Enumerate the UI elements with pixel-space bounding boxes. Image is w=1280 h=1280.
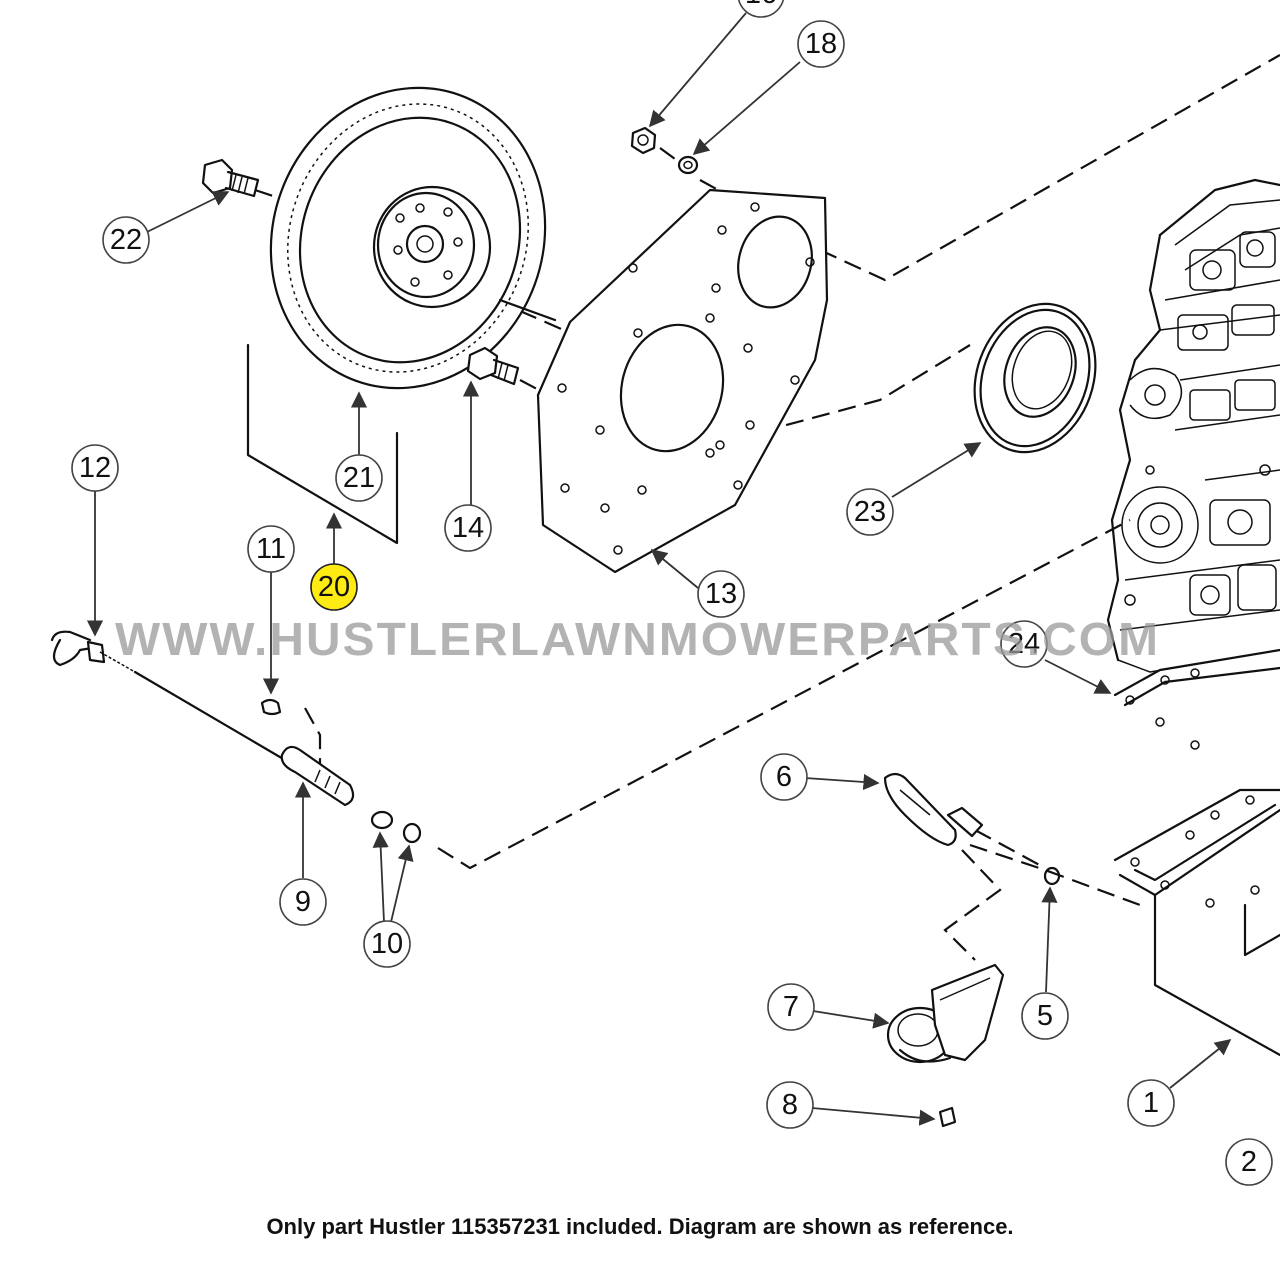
callout-22: 22 (102, 216, 150, 264)
callout-16: 16 (737, 0, 785, 18)
callout-13: 13 (697, 570, 745, 618)
callout-8-label: 8 (782, 1089, 798, 1121)
callout-12: 12 (71, 444, 119, 492)
plate-bolt (466, 346, 520, 386)
callout-24-label: 24 (1008, 628, 1040, 660)
callout-14-label: 14 (452, 512, 484, 544)
callout-2-label: 2 (1241, 1146, 1257, 1178)
callout-16-label: 16 (745, 0, 777, 10)
callout-arrows (86, 12, 1232, 1126)
callout-23-label: 23 (854, 496, 886, 528)
flywheel (269, 86, 557, 390)
oil-filler (883, 772, 1061, 886)
callout-20-label: 20 (318, 571, 350, 603)
oil-seal (973, 302, 1097, 454)
callout-1: 1 (1127, 1079, 1175, 1127)
callout-6: 6 (760, 753, 808, 801)
callout-23: 23 (846, 488, 894, 536)
callout-1-label: 1 (1143, 1087, 1159, 1119)
oil-pan (1113, 648, 1280, 1057)
callout-8: 8 (766, 1081, 814, 1129)
flywheel-assembly-bracket (246, 343, 399, 545)
callout-21: 21 (335, 454, 383, 502)
callout-10: 10 (363, 920, 411, 968)
nut-and-washer (630, 126, 699, 175)
caption-text: Only part Hustler 115357231 included. Di… (266, 1214, 1014, 1239)
callout-7: 7 (767, 983, 815, 1031)
callout-9-label: 9 (295, 886, 311, 918)
callout-24: 24 (1000, 620, 1048, 668)
callout-20-highlighted: 20 (310, 563, 358, 611)
engine-block (1106, 178, 1280, 673)
dipstick-guide (260, 698, 422, 844)
callout-13-label: 13 (705, 578, 737, 610)
oil-strainer (886, 963, 1005, 1128)
callout-2: 2 (1225, 1138, 1273, 1186)
callout-14: 14 (444, 504, 492, 552)
callout-18-label: 18 (805, 28, 837, 60)
callout-5: 5 (1021, 992, 1069, 1040)
callout-6-label: 6 (776, 761, 792, 793)
dipstick (50, 630, 287, 762)
callout-12-label: 12 (79, 452, 111, 484)
callout-22-label: 22 (110, 224, 142, 256)
end-plate (536, 188, 829, 574)
callout-18: 18 (797, 20, 845, 68)
callout-11-label: 11 (256, 533, 286, 565)
callout-21-label: 21 (343, 462, 375, 494)
callout-9: 9 (279, 878, 327, 926)
callout-11: 11 (247, 525, 295, 573)
callout-10-label: 10 (371, 928, 403, 960)
callout-7-label: 7 (783, 991, 799, 1023)
flywheel-bolt (201, 158, 260, 198)
watermark-text: WWW.HUSTLERLAWNMOWERPARTS.COM (115, 613, 1160, 665)
callout-5-label: 5 (1037, 1000, 1053, 1032)
